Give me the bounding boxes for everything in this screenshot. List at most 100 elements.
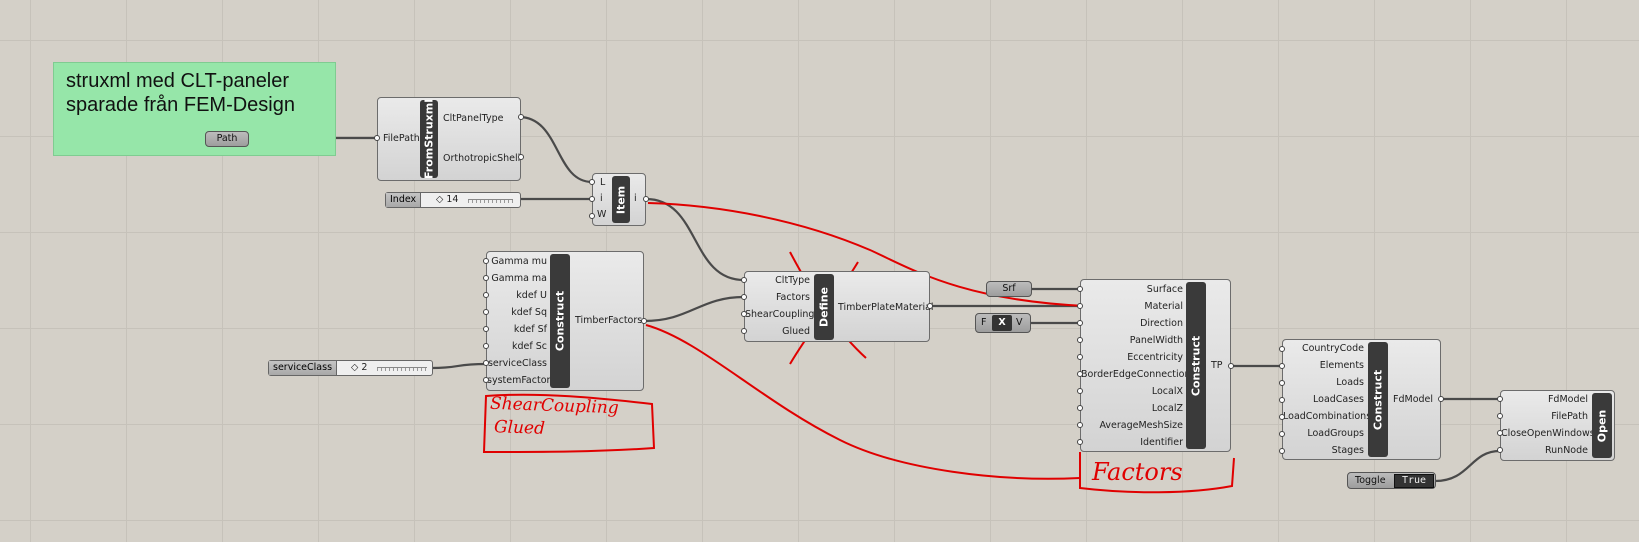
input-runnode: RunNode [1544, 445, 1588, 456]
input-panelwidth: PanelWidth [1129, 335, 1183, 346]
input-localz: LocalZ [1151, 403, 1183, 414]
x-param[interactable]: F X V [975, 313, 1031, 333]
input-kdef-u: kdef U [516, 290, 547, 301]
grip-fromstruxml-out-2[interactable] [518, 154, 524, 160]
input-fdmodel: FdModel [1547, 394, 1588, 405]
grip-tf-in-6[interactable] [483, 360, 489, 366]
input-localx: LocalX [1151, 386, 1183, 397]
serviceclass-slider[interactable]: serviceClass ◇ 2 [268, 360, 433, 376]
input-material: Material [1144, 301, 1183, 312]
grip-define-in-1[interactable] [741, 294, 747, 300]
plate-construct-component[interactable]: Surface Material Direction PanelWidth Ec… [1080, 279, 1231, 452]
grip-item-in-l[interactable] [589, 179, 595, 185]
grip-model-in-2[interactable] [1279, 380, 1285, 386]
grip-model-in-3[interactable] [1279, 397, 1285, 403]
input-kdef-sf: kdef Sf [513, 324, 547, 335]
define-title: Define [817, 286, 831, 328]
annotation-shearcoupling: ShearCoupling [489, 393, 620, 419]
input-clttype: CltType [775, 275, 810, 286]
grip-tf-in-5[interactable] [483, 343, 489, 349]
grip-tf-in-4[interactable] [483, 326, 489, 332]
grip-model-in-6[interactable] [1279, 448, 1285, 454]
fromstruxml-title: FromStruxml [422, 98, 436, 180]
grip-model-out[interactable] [1438, 396, 1444, 402]
input-factors: Factors [775, 292, 810, 303]
grip-open-in-2[interactable] [1497, 430, 1503, 436]
grip-open-in-1[interactable] [1497, 413, 1503, 419]
grip-plate-in-9[interactable] [1077, 439, 1083, 445]
output-fdmodel: FdModel [1393, 394, 1434, 405]
input-surface: Surface [1146, 284, 1183, 295]
input-systemfactor: systemFactor [487, 375, 551, 386]
grip-tf-in-3[interactable] [483, 309, 489, 315]
input-kdef-sq: kdef Sq [511, 307, 547, 318]
srf-param[interactable]: Srf [986, 281, 1032, 297]
input-averagemeshsize: AverageMeshSize [1099, 420, 1183, 431]
input-loadcombinations: LoadCombinations [1283, 411, 1372, 422]
grip-define-out[interactable] [927, 303, 933, 309]
grip-item-out[interactable] [643, 196, 649, 202]
serviceclass-slider-track[interactable] [377, 367, 427, 371]
grip-model-in-5[interactable] [1279, 431, 1285, 437]
grip-plate-in-5[interactable] [1077, 371, 1083, 377]
grip-plate-in-4[interactable] [1077, 354, 1083, 360]
input-direction: Direction [1140, 318, 1183, 329]
grip-tf-in-7[interactable] [483, 377, 489, 383]
input-loadcases: LoadCases [1313, 394, 1364, 405]
item-component[interactable]: L i W Item i [592, 173, 646, 226]
grip-fromstruxml-out-1[interactable] [518, 114, 524, 120]
input-filepath-open: FilePath [1551, 411, 1588, 422]
grip-plate-out[interactable] [1228, 363, 1234, 369]
grip-model-in-4[interactable] [1279, 414, 1285, 420]
grip-plate-in-1[interactable] [1077, 303, 1083, 309]
timberfactors-strip: Construct [550, 254, 570, 388]
grip-plate-in-8[interactable] [1077, 422, 1083, 428]
input-serviceclass: serviceClass [487, 358, 547, 369]
index-slider-track[interactable] [468, 199, 513, 203]
input-kdef-sc: kdef Sc [512, 341, 547, 352]
input-w: W [597, 209, 607, 220]
grip-model-in-1[interactable] [1279, 363, 1285, 369]
grip-plate-in-3[interactable] [1077, 337, 1083, 343]
grip-plate-in-7[interactable] [1077, 405, 1083, 411]
grip-tf-in-2[interactable] [483, 292, 489, 298]
timberfactors-title: Construct [553, 290, 567, 352]
grip-item-in-i[interactable] [589, 196, 595, 202]
input-stages: Stages [1331, 445, 1364, 456]
fromstruxml-strip: FromStruxml [420, 98, 438, 180]
grip-define-in-2[interactable] [741, 311, 747, 317]
input-shearcoupling: ShearCoupling [745, 309, 815, 320]
output-tp: TP [1211, 360, 1223, 371]
grip-tf-in-1[interactable] [483, 275, 489, 281]
note-line-1: struxml med CLT-paneler [66, 70, 290, 92]
open-component[interactable]: FdModel FilePath CloseOpenWindows RunNod… [1500, 390, 1615, 461]
grip-fromstruxml-in[interactable] [374, 135, 380, 141]
toggle-value[interactable]: True [1394, 474, 1434, 488]
grip-open-in-3[interactable] [1497, 447, 1503, 453]
fromstruxml-component[interactable]: FilePath FromStruxml CltPanelType Orthot… [377, 97, 521, 181]
index-slider[interactable]: Index ◇ 14 [385, 192, 521, 208]
grip-model-in-0[interactable] [1279, 346, 1285, 352]
timberfactors-component[interactable]: Gamma mu Gamma ma kdef U kdef Sq kdef Sf… [486, 251, 644, 391]
grip-tf-out[interactable] [641, 318, 647, 324]
index-slider-name: Index [386, 193, 422, 207]
input-gamma-ma: Gamma ma [491, 273, 547, 284]
path-param[interactable]: Path [205, 131, 249, 147]
grip-tf-in-0[interactable] [483, 258, 489, 264]
grip-define-in-0[interactable] [741, 277, 747, 283]
grip-define-in-3[interactable] [741, 328, 747, 334]
output-timberplatematerial: TimberPlateMaterial [838, 302, 934, 313]
model-construct-component[interactable]: CountryCode Elements Loads LoadCases Loa… [1282, 339, 1441, 460]
input-countrycode: CountryCode [1301, 343, 1364, 354]
grip-open-in-0[interactable] [1497, 396, 1503, 402]
output-orthotropicshell: OrthotropicShell [443, 153, 521, 164]
define-component[interactable]: CltType Factors ShearCoupling Glued Defi… [744, 271, 934, 342]
toggle[interactable]: Toggle True [1347, 472, 1436, 489]
grip-plate-in-2[interactable] [1077, 320, 1083, 326]
grip-plate-in-6[interactable] [1077, 388, 1083, 394]
grip-plate-in-0[interactable] [1077, 286, 1083, 292]
x-param-out: V [1016, 317, 1023, 328]
annotation-factors: Factors [1092, 458, 1183, 486]
input-gamma-mu: Gamma mu [491, 256, 547, 267]
grip-item-in-w[interactable] [589, 213, 595, 219]
